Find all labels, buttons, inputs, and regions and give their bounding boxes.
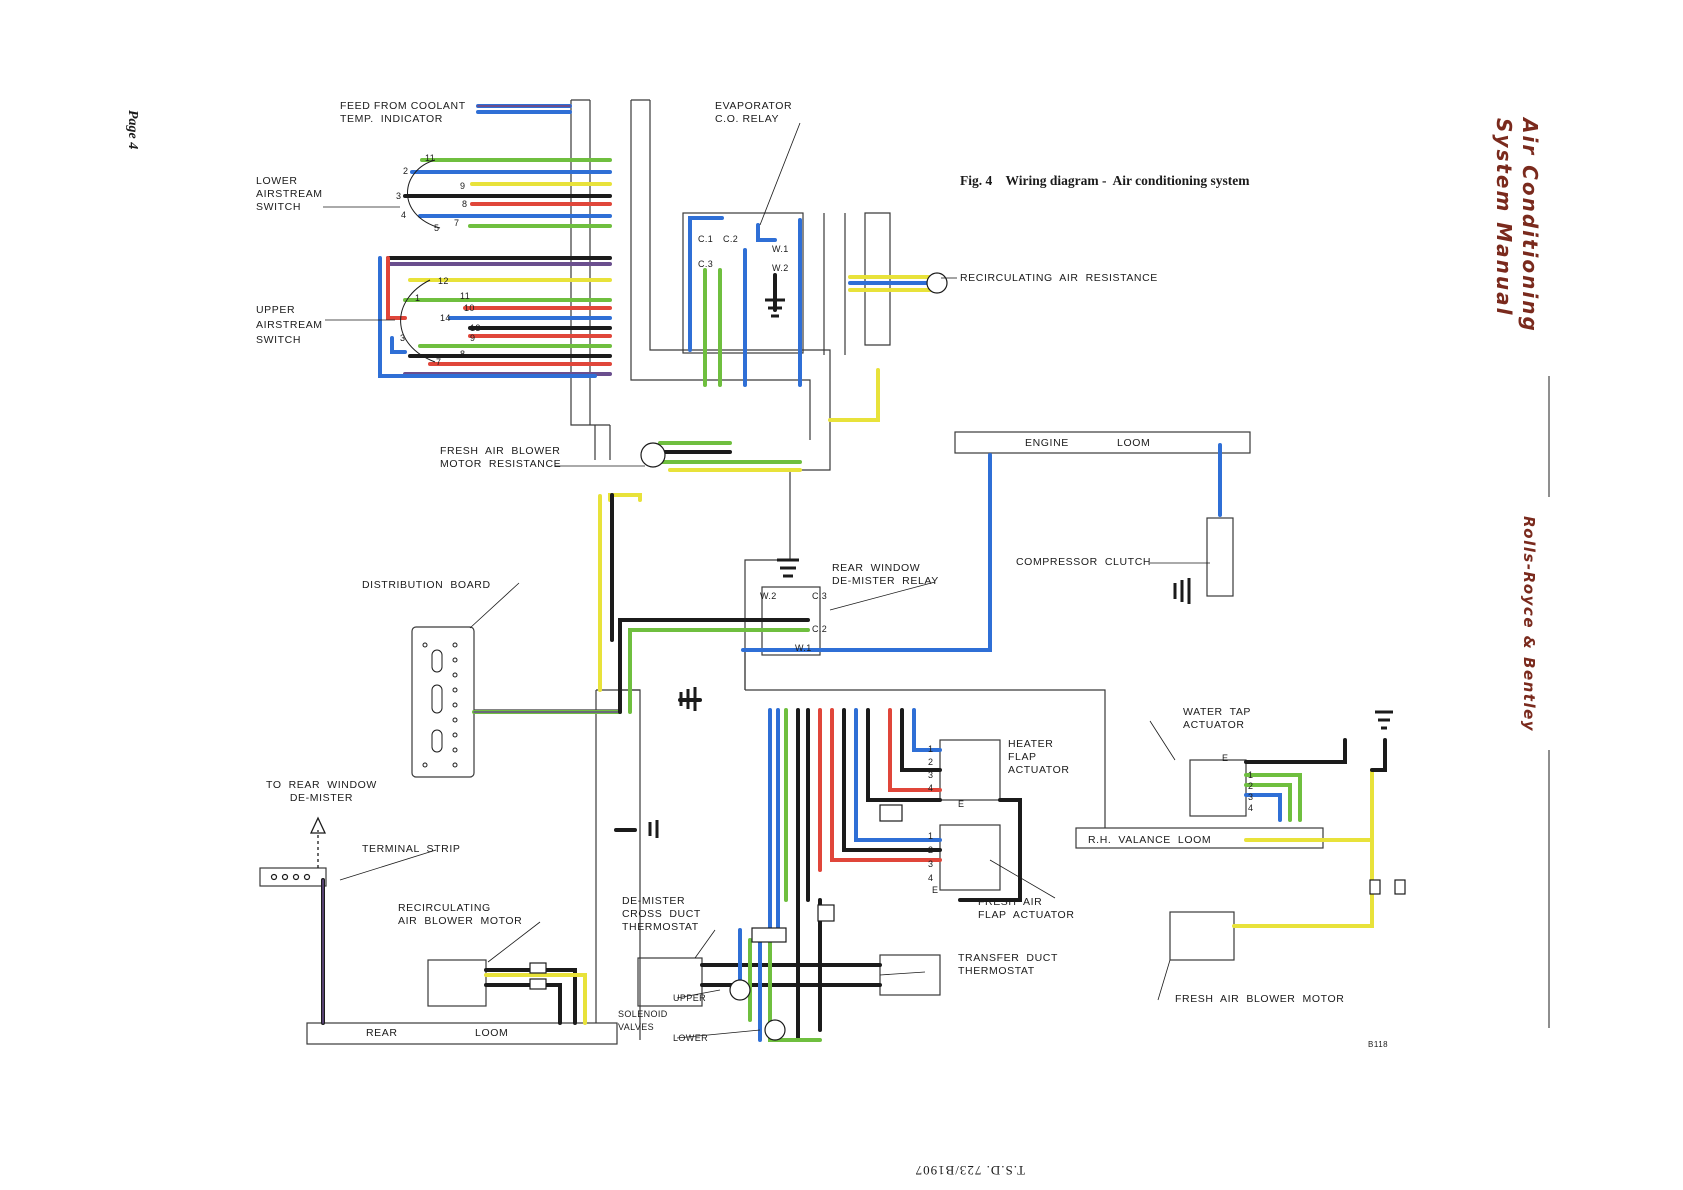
terminal-upper-13: 13 [470, 323, 481, 333]
label-solenoid-valves: SOLENOID VALVES [618, 1009, 668, 1032]
terminal-lower-9: 9 [460, 181, 466, 191]
label-rear-loom: REAR [366, 1027, 398, 1039]
label-upper-valve: UPPER [673, 993, 707, 1003]
terminal-rear-relay-c3: C.3 [812, 591, 828, 601]
terminal-water-2: 2 [1248, 781, 1254, 791]
terminal-heater-1: 1 [928, 744, 934, 754]
terminal-water-3: 3 [1248, 792, 1254, 802]
terminal-upper-8: 8 [460, 349, 466, 359]
terminal-lower-7: 7 [454, 218, 460, 228]
terminal-rear-relay-w2: W.2 [760, 591, 777, 601]
label-lower-airstream-switch: LOWER AIRSTREAM SWITCH [256, 175, 323, 213]
brand-line: Rolls-Royce & Bentley [1520, 516, 1538, 733]
label-fresh-air-blower-resistance: FRESH AIR BLOWER MOTOR RESISTANCE [440, 445, 562, 470]
terminal-lower-11: 11 [425, 153, 436, 163]
label-lower-valve: LOWER [673, 1033, 709, 1043]
terminal-heater-e: E [958, 799, 965, 809]
terminal-upper-7: 7 [436, 357, 442, 367]
terminal-relay-c3: C.3 [698, 259, 714, 269]
label-evaporator-relay: EVAPORATOR C.O. RELAY [715, 100, 793, 125]
terminal-fresh-4: 4 [928, 873, 934, 883]
terminal-heater-2: 2 [928, 757, 934, 767]
label-feed-from-coolant: FEED FROM COOLANT TEMP. INDICATOR [340, 100, 466, 125]
label-rear-loom-2: LOOM [475, 1027, 509, 1039]
terminal-upper-14: 14 [440, 313, 451, 323]
terminal-fresh-2: 2 [928, 845, 934, 855]
label-terminal-strip: TERMINAL STRIP [362, 843, 461, 855]
terminal-upper-1: 1 [415, 293, 421, 303]
terminal-rear-relay-w1: W.1 [795, 643, 812, 653]
terminal-upper-9: 9 [470, 333, 476, 343]
label-water-tap-actuator: WATER TAP ACTUATOR [1183, 706, 1252, 731]
terminal-relay-c1: C.1 [698, 234, 714, 244]
terminal-water-4: 4 [1248, 803, 1254, 813]
label-recirculating-air-resistance: RECIRCULATING AIR RESISTANCE [960, 272, 1158, 284]
terminal-upper-11: 11 [460, 291, 471, 301]
figure-caption: Fig. 4 Wiring diagram - Air conditioning… [960, 173, 1250, 188]
label-engine-loom: ENGINE [1025, 437, 1069, 449]
page-number: Page 4 [125, 110, 140, 150]
label-fresh-air-flap-actuator: FRESH AIR FLAP ACTUATOR [978, 896, 1075, 921]
label-rear-window-relay: REAR WINDOW DE-MISTER RELAY [832, 562, 939, 587]
terminal-heater-4: 4 [928, 783, 934, 793]
terminal-lower-8: 8 [462, 199, 468, 209]
label-engine-loom-2: LOOM [1117, 437, 1151, 449]
terminal-relay-w2: W.2 [772, 263, 789, 273]
label-upper-airstream-switch: UPPER AIRSTREAM SWITCH [256, 304, 323, 346]
terminal-relay-w1: W.1 [772, 244, 789, 254]
terminal-fresh-3: 3 [928, 859, 934, 869]
terminal-lower-5: 5 [434, 223, 440, 233]
label-heater-flap-actuator: HEATER FLAP ACTUATOR [1008, 738, 1070, 776]
drawing-reference: B118 [1368, 1040, 1389, 1049]
terminal-rear-relay-c2: C.2 [812, 624, 828, 634]
terminal-lower-3: 3 [396, 191, 402, 201]
label-recirc-blower-motor: RECIRCULATING AIR BLOWER MOTOR [398, 902, 523, 927]
label-fresh-air-blower-motor: FRESH AIR BLOWER MOTOR [1175, 993, 1345, 1005]
manual-title: Air Conditioning System Manual [1492, 118, 1542, 333]
terminal-relay-c2: C.2 [723, 234, 739, 244]
label-compressor-clutch: COMPRESSOR CLUTCH [1016, 556, 1152, 568]
terminal-water-e: E [1222, 753, 1229, 763]
label-transfer-duct-thermostat: TRANSFER DUCT THERMOSTAT [958, 952, 1058, 977]
terminal-heater-3: 3 [928, 770, 934, 780]
terminal-upper-12: 12 [438, 276, 449, 286]
terminal-water-1: 1 [1248, 770, 1254, 780]
label-distribution-board: DISTRIBUTION BOARD [362, 579, 491, 591]
label-to-rear-window: TO REAR WINDOW DE-MISTER [266, 779, 377, 804]
document-code: T.S.D. 723/B1907 [914, 1163, 1025, 1178]
terminal-lower-4: 4 [401, 210, 407, 220]
terminal-upper-10: 10 [464, 303, 475, 313]
label-demister-thermostat: DE-MISTER CROSS DUCT THERMOSTAT [622, 895, 701, 933]
terminal-lower-2: 2 [403, 166, 409, 176]
terminal-fresh-1: 1 [928, 831, 934, 841]
label-rh-valance-loom: R.H. VALANCE LOOM [1088, 834, 1212, 846]
terminal-fresh-e: E [932, 885, 939, 895]
terminal-upper-3: 3 [400, 333, 406, 343]
